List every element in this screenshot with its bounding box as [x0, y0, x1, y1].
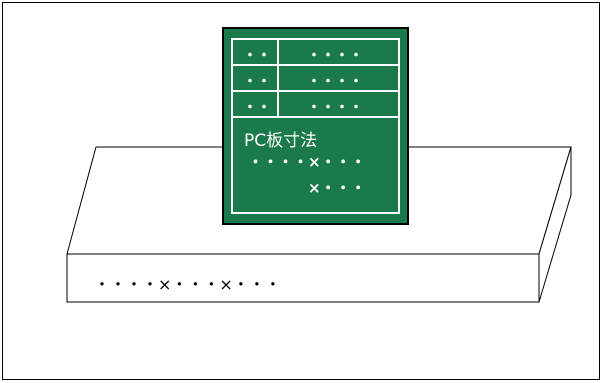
label-cell-left-text: ・・	[243, 100, 271, 116]
diagram-frame	[2, 2, 600, 380]
label-card-border: ・・ ・・・・ ・・ ・・・・ ・・ ・・・・	[231, 38, 400, 214]
board-dimension-label: ・・・・×・・・×・・・	[94, 275, 281, 294]
board-label-card: ・・ ・・・・ ・・ ・・・・ ・・ ・・・・ PC板寸法 ・・・・×・・・ ×…	[222, 27, 409, 225]
label-row: ・・ ・・・・	[233, 92, 398, 118]
label-card-title: PC板寸法	[244, 131, 318, 151]
label-row: ・・ ・・・・	[233, 66, 398, 92]
label-cell-left-text: ・・	[243, 74, 271, 90]
label-card-dimension-line-2: ×・・・	[308, 179, 366, 197]
slab-side-face	[538, 146, 572, 303]
slab-front-face	[66, 253, 540, 303]
label-card-dimension-line-1: ・・・・×・・・	[248, 153, 366, 171]
label-cell-left: ・・	[233, 40, 279, 64]
label-cell-left-text: ・・	[243, 48, 271, 64]
label-cell-right-text: ・・・・	[307, 100, 363, 116]
label-cell-right-text: ・・・・	[307, 74, 363, 90]
label-cell-right-text: ・・・・	[307, 48, 363, 64]
label-row: ・・ ・・・・	[233, 40, 398, 66]
label-cell-left: ・・	[233, 66, 279, 90]
label-cell-left: ・・	[233, 92, 279, 116]
